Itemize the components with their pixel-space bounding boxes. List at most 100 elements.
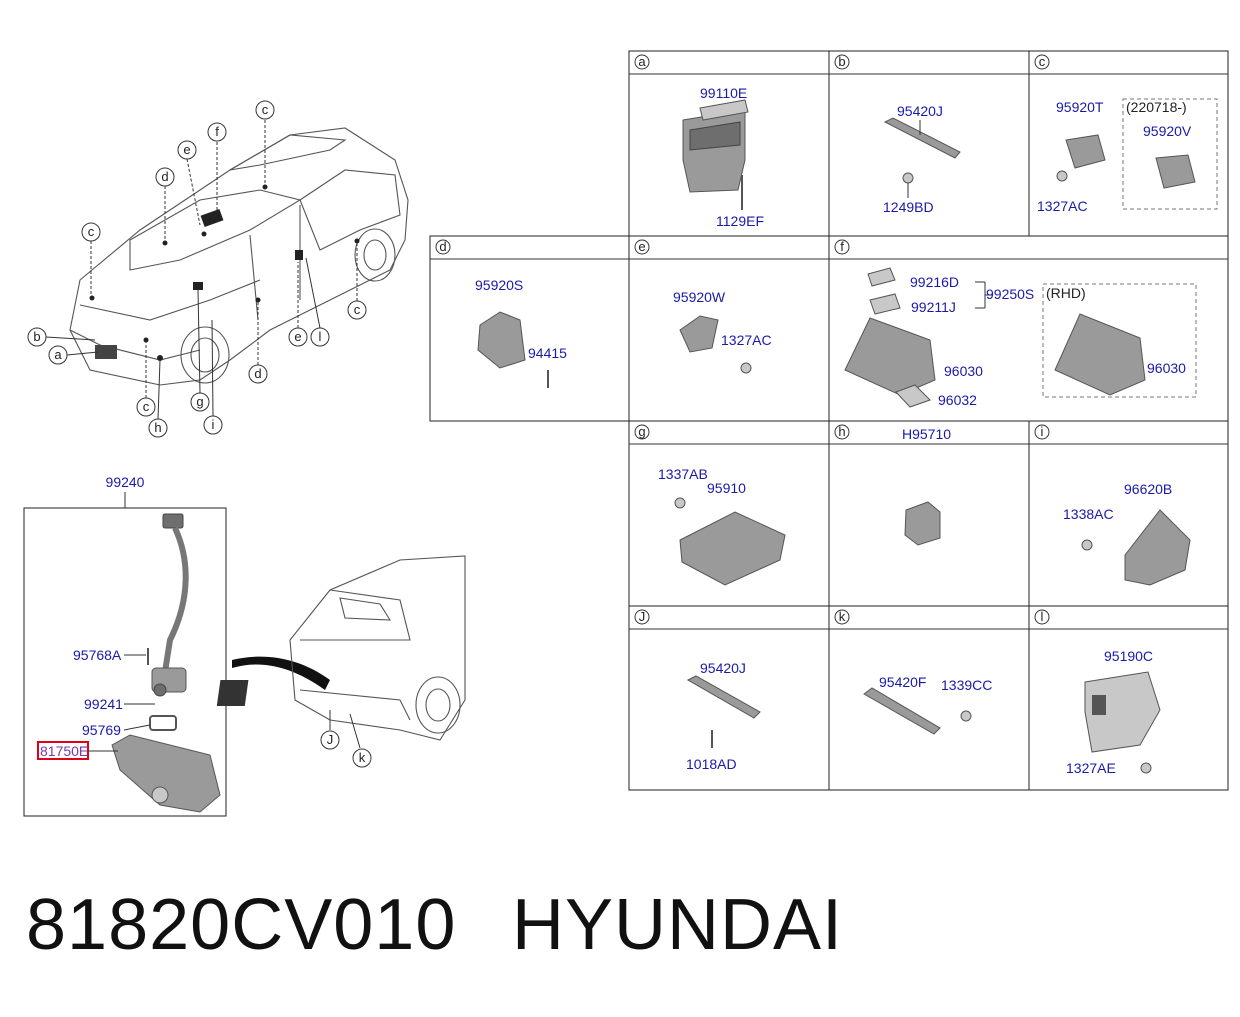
panel-letter: l bbox=[1041, 609, 1044, 624]
label-1339CC: 1339CC bbox=[941, 677, 992, 693]
label-96030-rhd: 96030 bbox=[1147, 360, 1186, 376]
label-1018AD: 1018AD bbox=[686, 756, 737, 772]
panel-a: a 99110E 1129EF bbox=[628, 50, 830, 237]
footer-part-number: 81820CV010 bbox=[26, 885, 457, 965]
callout-label: c bbox=[354, 302, 361, 317]
panel-g: g 1337AB 95910 bbox=[628, 420, 830, 607]
callout-c-left[interactable]: c bbox=[81, 222, 101, 295]
panel-letter: k bbox=[839, 609, 846, 624]
label-96032: 96032 bbox=[938, 392, 977, 408]
panel-letter: i bbox=[1041, 424, 1044, 439]
panel-letter: h bbox=[838, 424, 845, 439]
overview-callouts: c f e d c b a bbox=[27, 100, 367, 438]
connector-part bbox=[162, 513, 184, 529]
callout-label: e bbox=[294, 329, 301, 344]
panel-letter: e bbox=[638, 239, 645, 254]
panel-l: l 95190C 1327AE bbox=[1028, 605, 1229, 791]
label-95768A: 95768A bbox=[73, 647, 122, 663]
label-1337AB: 1337AB bbox=[658, 466, 708, 482]
label-220718: (220718-) bbox=[1126, 99, 1187, 115]
label-99211J: 99211J bbox=[911, 299, 956, 315]
diagram-canvas: c f e d c b a bbox=[23, 50, 1229, 817]
label-1327AE: 1327AE bbox=[1066, 760, 1116, 776]
label-1338AC: 1338AC bbox=[1063, 506, 1114, 522]
panel-letter: g bbox=[638, 424, 645, 439]
callout-label: h bbox=[154, 420, 161, 435]
panel-b: b 95420J 1249BD bbox=[828, 50, 1030, 237]
callout-label: e bbox=[183, 142, 190, 157]
label-H95710: H95710 bbox=[902, 426, 951, 442]
label-95920W: 95920W bbox=[673, 289, 726, 305]
callout-label: f bbox=[215, 124, 219, 139]
assembly-frame bbox=[23, 507, 227, 817]
callout-e-top[interactable]: e bbox=[177, 140, 201, 226]
label-95420J-J: 95420J bbox=[700, 660, 746, 676]
panel-letter: f bbox=[840, 239, 844, 254]
callout-d-top[interactable]: d bbox=[155, 167, 175, 240]
callout-label: d bbox=[161, 169, 168, 184]
callout-label: c bbox=[143, 399, 150, 414]
footer-bar: 81820CV010 HYUNDAI bbox=[0, 870, 1240, 990]
label-95769: 95769 bbox=[82, 722, 121, 738]
panel-J: J 95420J 1018AD bbox=[628, 605, 830, 791]
label-1327AC: 1327AC bbox=[1037, 198, 1088, 214]
panel-letter: b bbox=[838, 54, 845, 69]
panel-d: d 95920S 94415 bbox=[429, 235, 630, 422]
callout-f[interactable]: f bbox=[207, 122, 227, 210]
panel-c: c 95920T (220718-) 95920V 1327AC bbox=[1028, 50, 1229, 237]
label-96030: 96030 bbox=[944, 363, 983, 379]
panel-f: f 99216D 99211J 99250S (RHD) 96030 96032… bbox=[828, 235, 1229, 422]
panel-k: k 95420F 1339CC bbox=[828, 605, 1030, 791]
label-RHD: (RHD) bbox=[1046, 285, 1086, 301]
callout-g[interactable]: g bbox=[190, 289, 210, 412]
label-1327AC-e: 1327AC bbox=[721, 332, 772, 348]
footer-brand: HYUNDAI bbox=[512, 885, 844, 965]
label-95920S: 95920S bbox=[475, 277, 523, 293]
panel-letter: d bbox=[439, 239, 446, 254]
panel-i: i 96620B 1338AC bbox=[1028, 420, 1229, 607]
label-95420J: 95420J bbox=[897, 103, 943, 119]
label-81750E-highlighted[interactable]: 81750E bbox=[40, 743, 88, 759]
callout-c-right[interactable]: c bbox=[347, 243, 367, 320]
label-94415: 94415 bbox=[528, 345, 567, 361]
label-95420F: 95420F bbox=[879, 674, 926, 690]
callout-a[interactable]: a bbox=[48, 345, 99, 365]
panel-letter: a bbox=[638, 54, 646, 69]
label-99216D: 99216D bbox=[910, 274, 959, 290]
callout-d-bottom[interactable]: d bbox=[248, 302, 268, 384]
panel-h: h H95710 bbox=[828, 420, 1030, 607]
callout-label: l bbox=[319, 329, 322, 344]
callout-label: c bbox=[88, 224, 95, 239]
label-99241: 99241 bbox=[84, 696, 123, 712]
callout-i[interactable]: i bbox=[203, 319, 223, 435]
gasket-part bbox=[149, 715, 177, 731]
callout-J[interactable]: J bbox=[327, 732, 334, 747]
callout-e-bottom[interactable]: e bbox=[288, 262, 308, 347]
rear-camera-assembly: 99240 95768A 99241 95769 81750E bbox=[23, 474, 227, 817]
callout-l[interactable]: l bbox=[305, 257, 330, 347]
rear-car-illustration: J k bbox=[216, 555, 466, 768]
label-95920T: 95920T bbox=[1056, 99, 1104, 115]
label-96620B: 96620B bbox=[1124, 481, 1172, 497]
callout-label: a bbox=[54, 347, 62, 362]
callout-label: i bbox=[212, 417, 215, 432]
callout-label: g bbox=[196, 394, 203, 409]
callout-k[interactable]: k bbox=[359, 750, 366, 765]
callout-h[interactable]: h bbox=[148, 359, 168, 438]
callout-c-top[interactable]: c bbox=[255, 100, 275, 185]
label-1129EF: 1129EF bbox=[716, 213, 764, 229]
panel-letter: J bbox=[639, 609, 646, 624]
harness-cable bbox=[162, 526, 189, 673]
callout-b[interactable]: b bbox=[27, 327, 96, 347]
label-99110E: 99110E bbox=[700, 85, 747, 101]
callout-label: b bbox=[33, 329, 40, 344]
label-99250S: 99250S bbox=[986, 286, 1034, 302]
callout-label: d bbox=[254, 366, 261, 381]
label-95190C: 95190C bbox=[1104, 648, 1153, 664]
overview-car-illustration bbox=[69, 127, 409, 386]
pointer-arrow bbox=[232, 656, 330, 690]
panel-e: e 95920W 1327AC bbox=[628, 235, 830, 422]
callout-c-bottom[interactable]: c bbox=[136, 342, 156, 417]
housing-part bbox=[111, 734, 221, 813]
callout-label: c bbox=[262, 102, 269, 117]
